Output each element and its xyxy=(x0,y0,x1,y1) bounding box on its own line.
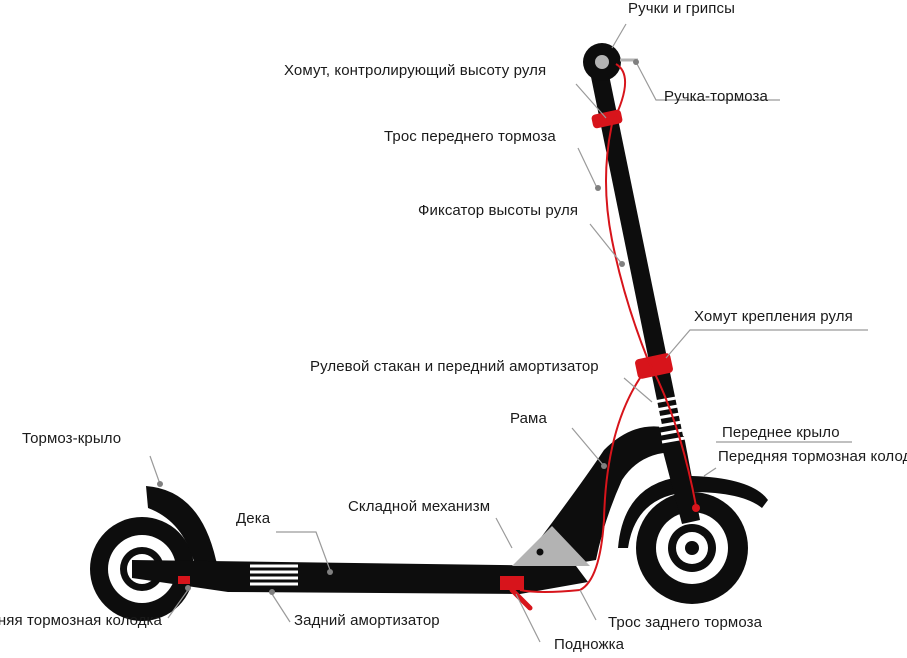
label-front-brake-cable: Трос переднего тормоза xyxy=(384,128,556,145)
label-rear-shock: Задний амортизатор xyxy=(294,612,440,629)
rear-shock-spring xyxy=(250,564,298,586)
label-frame: Рама xyxy=(510,410,547,427)
handle-grip xyxy=(583,43,621,81)
label-rear-brake-cable: Трос заднего тормоза xyxy=(608,614,763,631)
label-folding-mechanism: Складной механизм xyxy=(348,498,491,515)
folding-mechanism-plate xyxy=(512,526,590,566)
label-headset-front-shock: Рулевой стакан и передний амортизатор xyxy=(310,358,599,375)
front-wheel xyxy=(636,492,748,604)
label-brake-lever: Ручка-тормоза xyxy=(664,88,768,105)
deck-body xyxy=(132,560,588,594)
label-front-fender: Переднее крыло xyxy=(722,424,840,441)
front-fork xyxy=(660,436,700,524)
leader-dots xyxy=(157,59,639,595)
front-shock-spring xyxy=(653,396,686,444)
label-front-brake-pad: Передняя тормозная колодка xyxy=(718,448,907,465)
label-handles-grips: Ручки и грипсы xyxy=(628,0,735,17)
frame-body xyxy=(530,426,676,566)
label-height-clamp: Хомут, контролирующий высоту руля xyxy=(284,62,547,79)
label-kickstand: Подножка xyxy=(554,636,625,653)
label-fender-brake: Тормоз-крыло xyxy=(22,430,122,447)
front-fender xyxy=(618,476,768,548)
rear-brake-cable-line xyxy=(519,377,641,593)
leader-lines xyxy=(149,23,868,643)
label-deck: Дека xyxy=(236,510,271,527)
label-rear-brake-pad: Задняя тормозная колодка xyxy=(0,612,162,629)
label-height-lock: Фиксатор высоты руля xyxy=(418,202,579,219)
label-handlebar-clamp: Хомут крепления руля xyxy=(694,308,853,325)
